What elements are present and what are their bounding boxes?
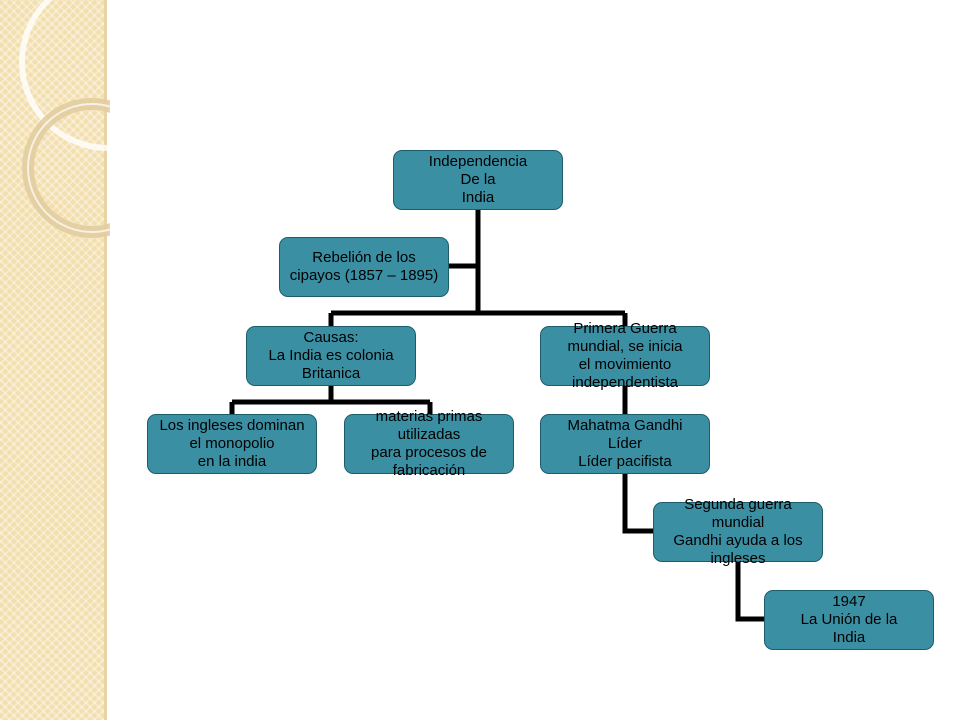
node-1947-text: 1947 La Unión de la India bbox=[800, 593, 898, 646]
node-segunda-guerra-text: Segunda guerra mundial Gandhi ayuda a lo… bbox=[673, 496, 803, 567]
node-1947: 1947 La Unión de la India bbox=[764, 590, 934, 650]
node-primera-guerra-text: Primera Guerra mundial, se inicia el mov… bbox=[567, 320, 683, 391]
node-independencia: Independencia De la India bbox=[393, 150, 563, 210]
decorative-rings bbox=[19, 0, 110, 238]
connector-guerra2-to-1947 bbox=[735, 560, 766, 622]
connector-gandhi-to-guerra2 bbox=[622, 472, 655, 534]
node-materias-primas: materias primas utilizadas para procesos… bbox=[344, 408, 514, 479]
node-ingleses-dominan-text: Los ingleses dominan el monopolio en la … bbox=[159, 417, 305, 470]
node-materias-primas-text: materias primas utilizadas para procesos… bbox=[371, 408, 487, 479]
node-independencia-text: Independencia De la India bbox=[428, 153, 528, 206]
node-mahatma-gandhi-text: Mahatma Gandhi Líder Líder pacifista bbox=[567, 417, 683, 470]
connector-root-to-rebelion bbox=[448, 208, 481, 269]
node-segunda-guerra: Segunda guerra mundial Gandhi ayuda a lo… bbox=[653, 496, 823, 567]
node-primera-guerra: Primera Guerra mundial, se inicia el mov… bbox=[540, 320, 710, 391]
sidebar-edge bbox=[104, 0, 107, 720]
node-causas: Causas: La India es colonia Britanica bbox=[246, 326, 416, 386]
node-rebelion-cipayos-text: Rebelión de los cipayos (1857 – 1895) bbox=[289, 249, 439, 284]
node-rebelion-cipayos: Rebelión de los cipayos (1857 – 1895) bbox=[279, 237, 449, 297]
node-causas-text: Causas: La India es colonia Britanica bbox=[268, 329, 394, 382]
node-mahatma-gandhi: Mahatma Gandhi Líder Líder pacifista bbox=[540, 414, 710, 474]
node-ingleses-dominan: Los ingleses dominan el monopolio en la … bbox=[147, 414, 317, 474]
